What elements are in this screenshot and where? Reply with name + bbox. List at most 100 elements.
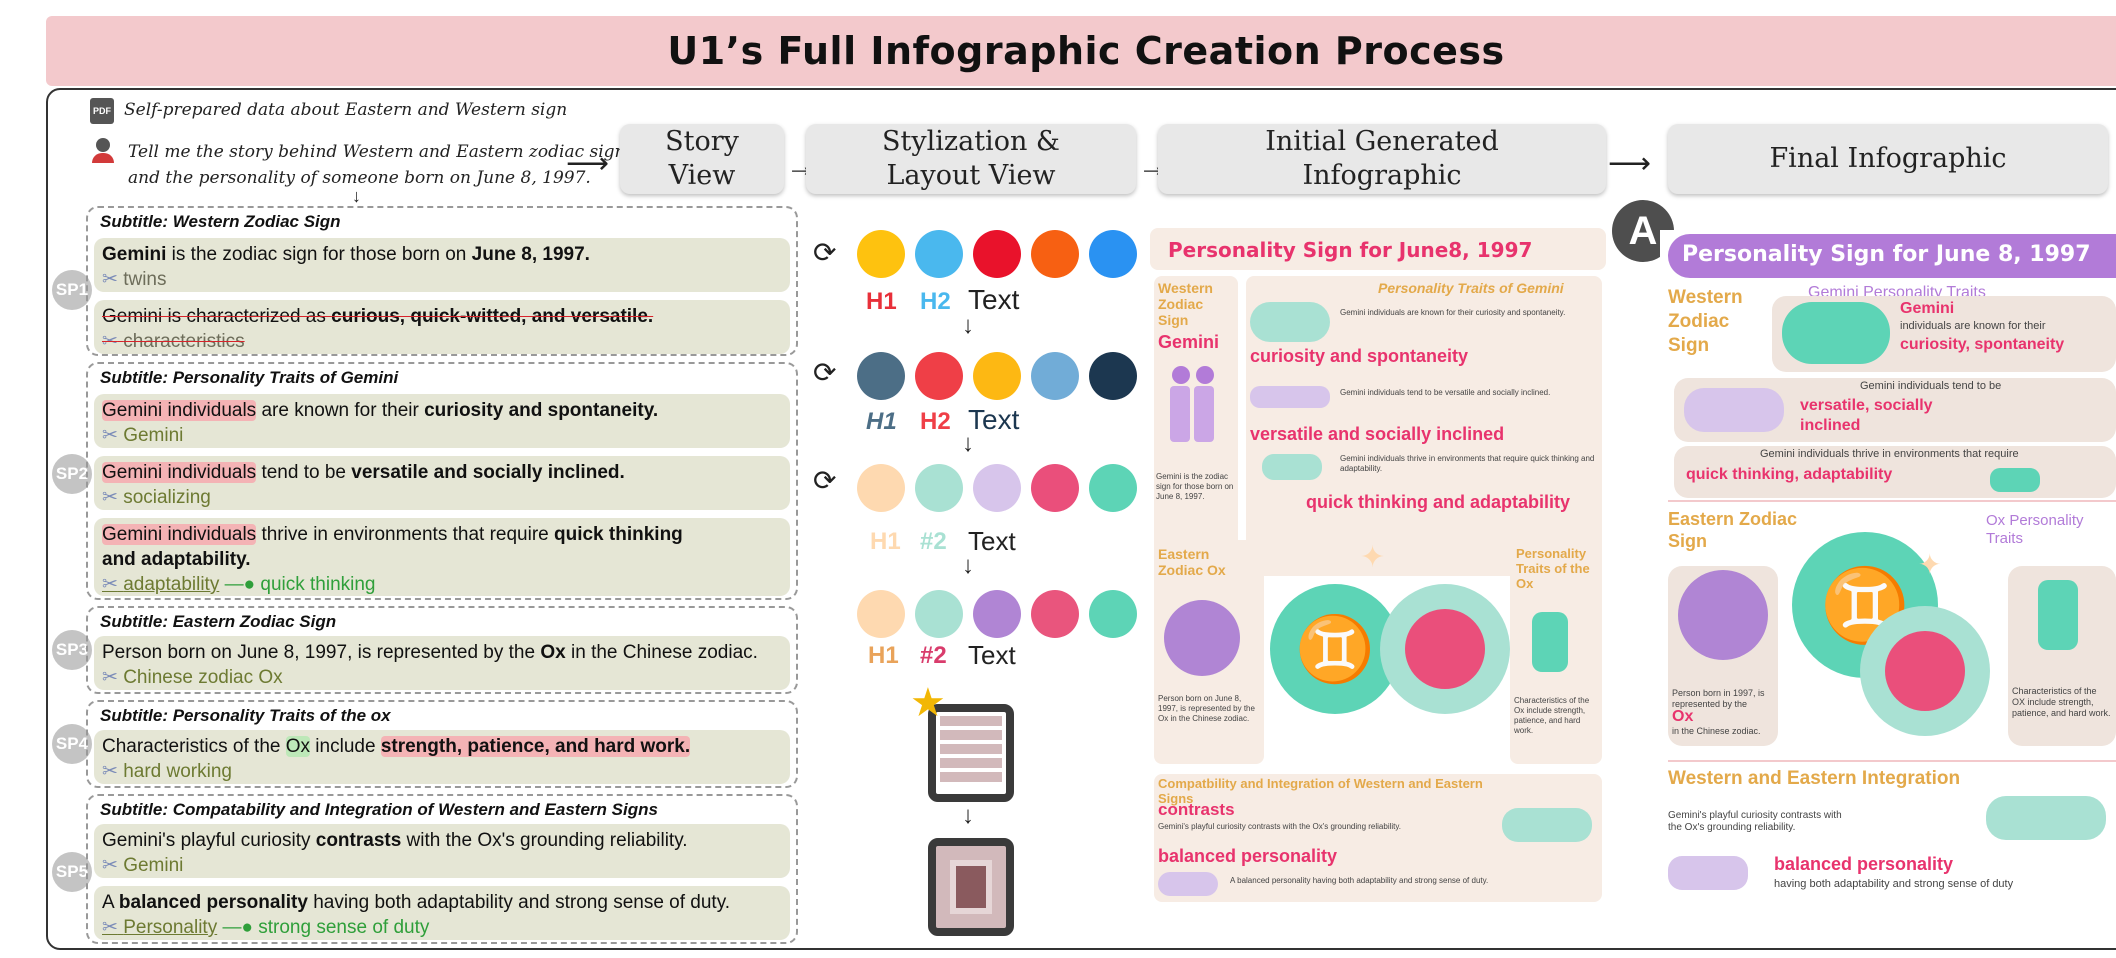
palette-swatch[interactable] — [1031, 590, 1079, 638]
layout-thumb-center[interactable] — [928, 838, 1014, 936]
stage-final: Final Infographic — [1668, 124, 2108, 194]
final-ox-traits: Ox Personality Traits — [1986, 512, 2084, 547]
palette-swatch[interactable] — [973, 464, 1021, 512]
palette-swatch[interactable] — [1089, 464, 1137, 512]
palette-text-label: Text — [968, 640, 1016, 670]
palette-text-label: Text — [968, 404, 1020, 435]
palette-swatch[interactable] — [973, 590, 1021, 638]
palette-swatch[interactable] — [915, 352, 963, 400]
palette-swatch[interactable] — [973, 230, 1021, 278]
story-card[interactable]: Gemini's playful curiosity contrasts wit… — [94, 824, 790, 878]
final-small: in the Chinese zodiac. — [1672, 726, 1761, 736]
story-section-sp5: Subtitle: Compatability and Integration … — [86, 794, 798, 944]
final-gemini: Gemini — [1900, 300, 1955, 317]
arrow-to-final: ⟶ — [1608, 147, 1652, 180]
story-card[interactable]: Gemini individuals tend to be versatile … — [94, 456, 790, 510]
tag-icon: ✂ — [102, 331, 118, 352]
palette-swatch[interactable] — [1089, 352, 1137, 400]
palette-swatch[interactable] — [973, 352, 1021, 400]
story-card[interactable]: Gemini is the zodiac sign for those born… — [94, 238, 790, 292]
final-title: Personality Sign for June 8, 1997 — [1682, 242, 2091, 267]
section-subtitle: Subtitle: Eastern Zodiac Sign — [100, 612, 337, 631]
palette-swatch[interactable] — [1031, 464, 1079, 512]
initial-traits-title: Personality Traits of Gemini — [1378, 280, 1564, 296]
palette-h1-label: H1 — [868, 642, 899, 669]
group-icon — [1668, 856, 1748, 890]
story-section-sp3: Subtitle: Eastern Zodiac Sign Person bor… — [86, 606, 798, 694]
initial-small-text: Person born on June 8, 1997, is represen… — [1158, 694, 1255, 723]
palette-swatch[interactable] — [915, 230, 963, 278]
prompt-line-1: Tell me the story behind Western and Eas… — [128, 142, 640, 162]
initial-trait-1: curiosity and spontaneity — [1250, 346, 1469, 366]
story-card[interactable]: A balanced personality having both adapt… — [94, 886, 790, 940]
story-card[interactable]: Gemini individuals are known for their c… — [94, 394, 790, 448]
runner-icon — [1532, 612, 1568, 672]
initial-small-text: A balanced personality having both adapt… — [1230, 876, 1489, 885]
sp-badge: SP1 — [52, 270, 92, 310]
arrow-down: ↓ — [962, 430, 974, 457]
arrow-down-prompt: ↓ — [352, 186, 361, 206]
final-small: Gemini individuals thrive in environment… — [1760, 448, 2019, 460]
sparkle-icon: ✦ — [1360, 541, 1386, 574]
layout-thumb-full[interactable] — [928, 704, 1014, 802]
arrow-down: ↓ — [962, 312, 974, 339]
tag-icon: ✂ — [102, 855, 118, 876]
palette-swatch[interactable] — [915, 590, 963, 638]
palette-swatch[interactable] — [1089, 590, 1137, 638]
palette-h1-label: H1 — [866, 288, 897, 315]
tag-icon: ✂ — [102, 425, 118, 446]
story-card[interactable]: Characteristics of the Ox include streng… — [94, 730, 790, 784]
palette-swatch[interactable] — [1031, 352, 1079, 400]
palette-swatch[interactable] — [857, 230, 905, 278]
gemini-twins-icon — [1782, 302, 1890, 364]
palette-swatch[interactable] — [915, 464, 963, 512]
final-eastern: Eastern Zodiac Sign — [1668, 509, 1798, 551]
palette-swatch[interactable] — [1089, 230, 1137, 278]
initial-western: Western Zodiac Sign — [1158, 280, 1213, 328]
final-trait-2: versatile, socially inclined — [1800, 397, 1933, 434]
gemini-symbol: ♊ — [1270, 584, 1400, 714]
ox-icon — [1164, 600, 1240, 676]
initial-small-text: Gemini's playful curiosity contrasts wit… — [1158, 822, 1402, 831]
source-file-label: Self-prepared data about Eastern and Wes… — [124, 100, 568, 120]
palette-swatch[interactable] — [857, 352, 905, 400]
initial-ox-traits: Personality Traits of the Ox — [1516, 546, 1590, 591]
process-frame — [46, 88, 2116, 950]
sp-badge: SP4 — [52, 724, 92, 764]
tag-icon: ✂ — [102, 667, 118, 688]
ox-icon — [1678, 570, 1768, 660]
arrow-down: ↓ — [962, 802, 974, 829]
initial-trait-2: versatile and socially inclined — [1250, 424, 1505, 444]
palette-swatch[interactable] — [857, 464, 905, 512]
palette-swatch[interactable] — [857, 590, 905, 638]
section-subtitle: Subtitle: Western Zodiac Sign — [100, 212, 341, 231]
initial-infographic: Personality Sign for June8, 1997 Western… — [1150, 228, 1606, 904]
refresh-icon[interactable]: ⟳ — [813, 237, 837, 268]
palette-text-label: Text — [968, 284, 1020, 315]
initial-contrasts: contrasts — [1158, 800, 1235, 819]
final-small: Gemini's playful curiosity contrasts wit… — [1668, 810, 1842, 833]
section-subtitle: Subtitle: Personality Traits of Gemini — [100, 368, 399, 387]
final-trait-1: curiosity, spontaneity — [1900, 336, 2065, 353]
palette-h2-label: #2 — [920, 642, 947, 669]
ox-symbol — [1380, 584, 1510, 714]
twins-figure — [1170, 366, 1218, 446]
refresh-icon[interactable]: ⟳ — [813, 357, 837, 388]
group-icon — [1158, 872, 1218, 896]
stage-stylization: Stylization &Layout View — [806, 124, 1136, 194]
tag-icon: ✂ — [102, 487, 118, 508]
story-section-sp2: Subtitle: Personality Traits of Gemini G… — [86, 362, 798, 600]
story-card-removed[interactable]: Gemini is characterized as curious, quic… — [94, 300, 790, 354]
story-card[interactable]: Person born on June 8, 1997, is represen… — [94, 636, 790, 690]
initial-trait-3: quick thinking and adaptability — [1306, 492, 1571, 512]
refresh-icon[interactable]: ⟳ — [813, 465, 837, 496]
palette-swatch[interactable] — [1031, 230, 1079, 278]
palette-text-label: Text — [968, 526, 1016, 556]
final-small: Person born in 1997, is represented by t… — [1672, 688, 1765, 709]
palette-h2-label: H2 — [920, 288, 951, 315]
people-icon — [1684, 388, 1784, 432]
palette-h2-label: H2 — [920, 408, 951, 435]
sparkle-icon: ✦ — [1918, 549, 1942, 580]
story-card[interactable]: Gemini individuals thrive in environment… — [94, 518, 790, 596]
initial-small-text: Gemini individuals thrive in environment… — [1340, 454, 1595, 473]
